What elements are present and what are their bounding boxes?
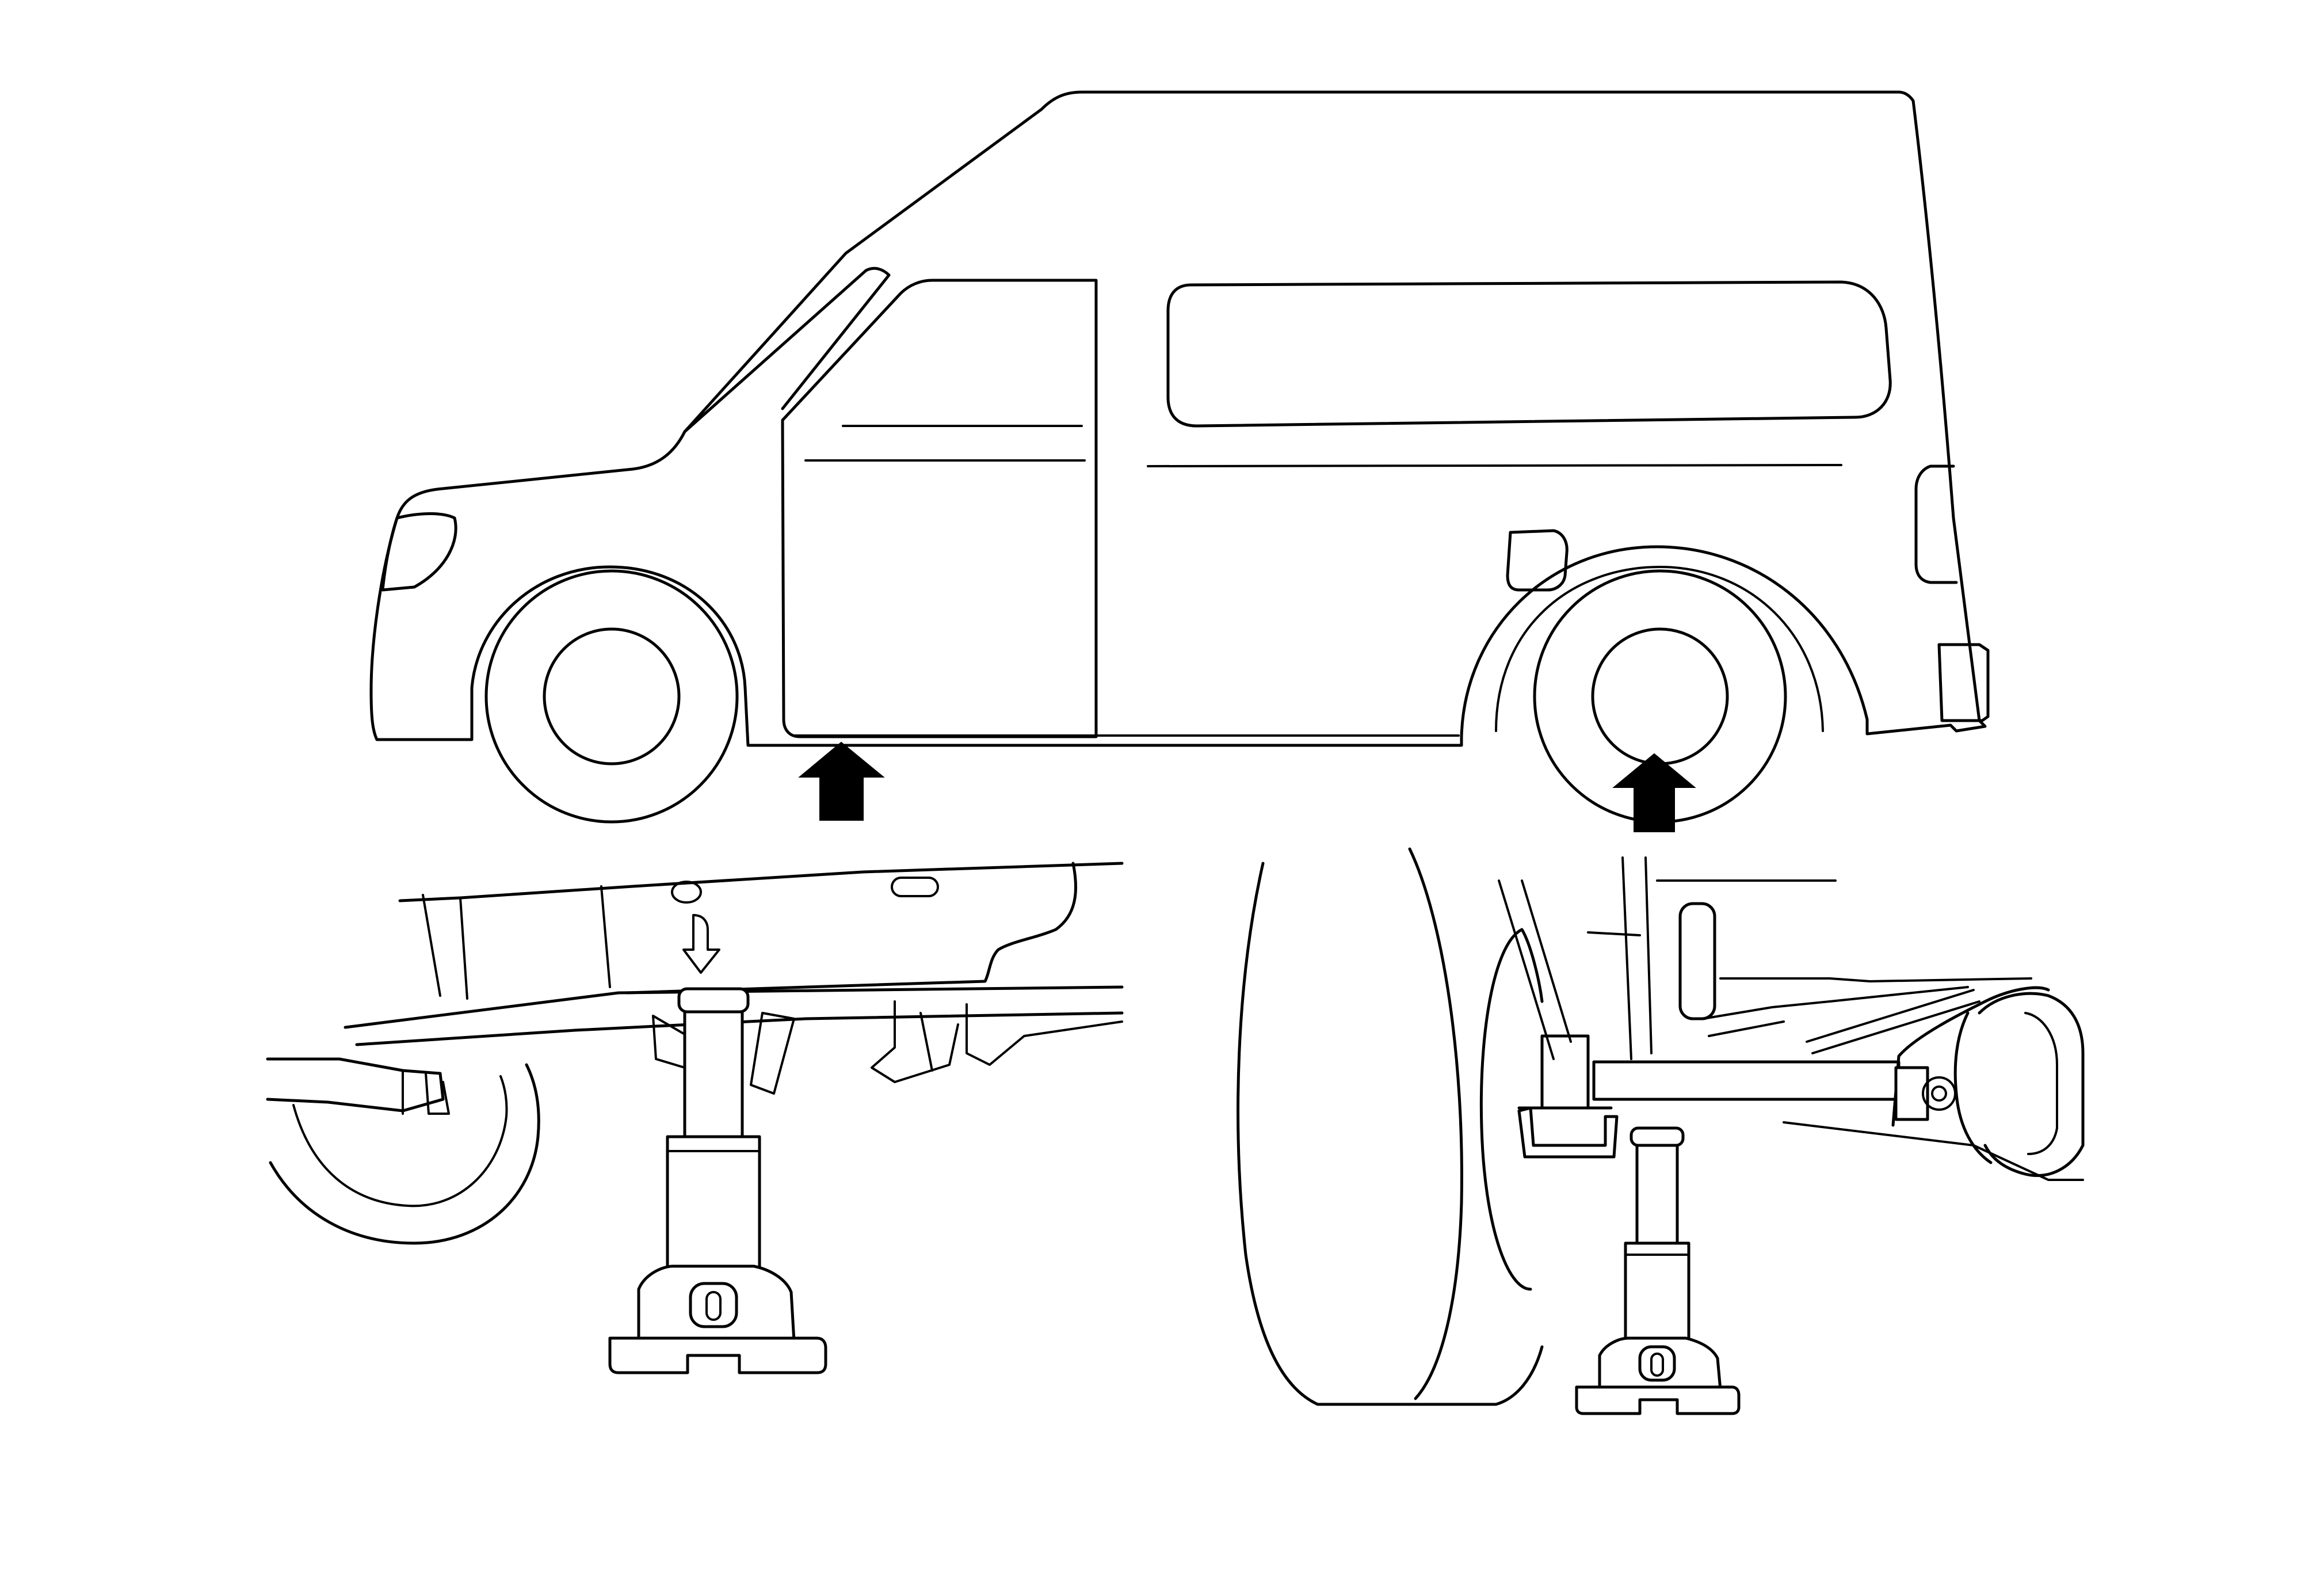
fuel-door — [1506, 529, 1569, 592]
rear-jack-detail — [1237, 847, 2085, 1415]
rear-frame-lower — [1702, 986, 1969, 1037]
rear-diff-cover — [2024, 1012, 2058, 1155]
rear-tire-tread-face — [1408, 847, 1463, 1400]
side-window-outline — [1166, 280, 1892, 428]
underbody-rail-upper — [344, 985, 1124, 1029]
jack-point-mark-icon — [682, 914, 720, 974]
rear-spring-leaf — [1783, 989, 2084, 1181]
windshield-outline — [683, 266, 891, 433]
tail-lamp — [1914, 464, 1958, 584]
rear-stand-foot — [1575, 1385, 1741, 1415]
rear-vertical-links — [1621, 856, 1653, 1060]
rear-clamp-bar — [1517, 1034, 1613, 1110]
sill-hole-slot — [891, 877, 939, 897]
front-suspension-arm — [266, 1057, 445, 1113]
rear-stand-post — [1635, 1144, 1679, 1248]
rear-axle-tube — [1592, 1060, 1901, 1101]
front-stand-lock-pin — [705, 1291, 722, 1321]
sill-rib-1 — [422, 894, 441, 997]
rear-differential — [1953, 992, 2085, 1178]
rear-bumper-block — [1937, 643, 1990, 722]
front-stand-saddle — [677, 987, 750, 1014]
van-side-view — [369, 90, 1990, 832]
rear-bump-stop — [1678, 902, 1716, 1020]
front-door-outline — [781, 279, 1098, 738]
front-jack-detail — [266, 862, 1124, 1374]
rear-stand-lock-housing — [1638, 1345, 1676, 1382]
front-lift-arrow-icon — [798, 741, 885, 821]
sill-flange — [625, 862, 1077, 995]
body-side-trim — [1147, 464, 1842, 467]
rear-wheel-rim — [1591, 627, 1729, 765]
van-body-outline — [369, 90, 1987, 747]
front-jack-stand — [608, 987, 827, 1374]
front-stand-foot — [608, 1336, 827, 1374]
front-wheel-rim-partial — [292, 1075, 508, 1207]
rear-arch-trim — [1495, 566, 1824, 732]
underbody-pieces — [871, 1000, 1123, 1083]
front-tire — [484, 569, 739, 824]
rear-frame-rail — [1587, 879, 2032, 982]
sill-panel-outline — [398, 862, 1124, 902]
underbody-bracket-right — [750, 1012, 795, 1095]
front-stand-post — [683, 1010, 744, 1141]
rear-stand-lock-pin — [1650, 1353, 1664, 1377]
rear-spring-clamp — [1517, 1106, 1619, 1159]
rear-jack-stand — [1575, 1126, 1741, 1415]
sill-rib-2 — [459, 897, 468, 1000]
rear-axle-flange — [1894, 1066, 1929, 1121]
arm-bracket — [402, 1069, 450, 1115]
rear-stand-tube — [1624, 1241, 1690, 1343]
rear-shock-absorber — [1498, 879, 1572, 1060]
headlight-outline — [381, 512, 457, 592]
front-wheel-partial — [269, 1063, 540, 1245]
rear-wheel-rim-detail — [1479, 928, 1544, 1291]
sill-hole-round — [671, 881, 702, 904]
sill-rib-3 — [600, 885, 611, 988]
front-stand-lock-housing — [689, 1282, 738, 1328]
rear-lift-arrow-icon — [1612, 753, 1696, 832]
front-wheel-rim — [543, 627, 681, 765]
rear-tire-profile — [1237, 862, 1544, 1406]
rear-stand-saddle — [1630, 1126, 1685, 1147]
front-stand-tube — [666, 1135, 761, 1271]
rear-axle-bolt-center — [1931, 1085, 1947, 1102]
